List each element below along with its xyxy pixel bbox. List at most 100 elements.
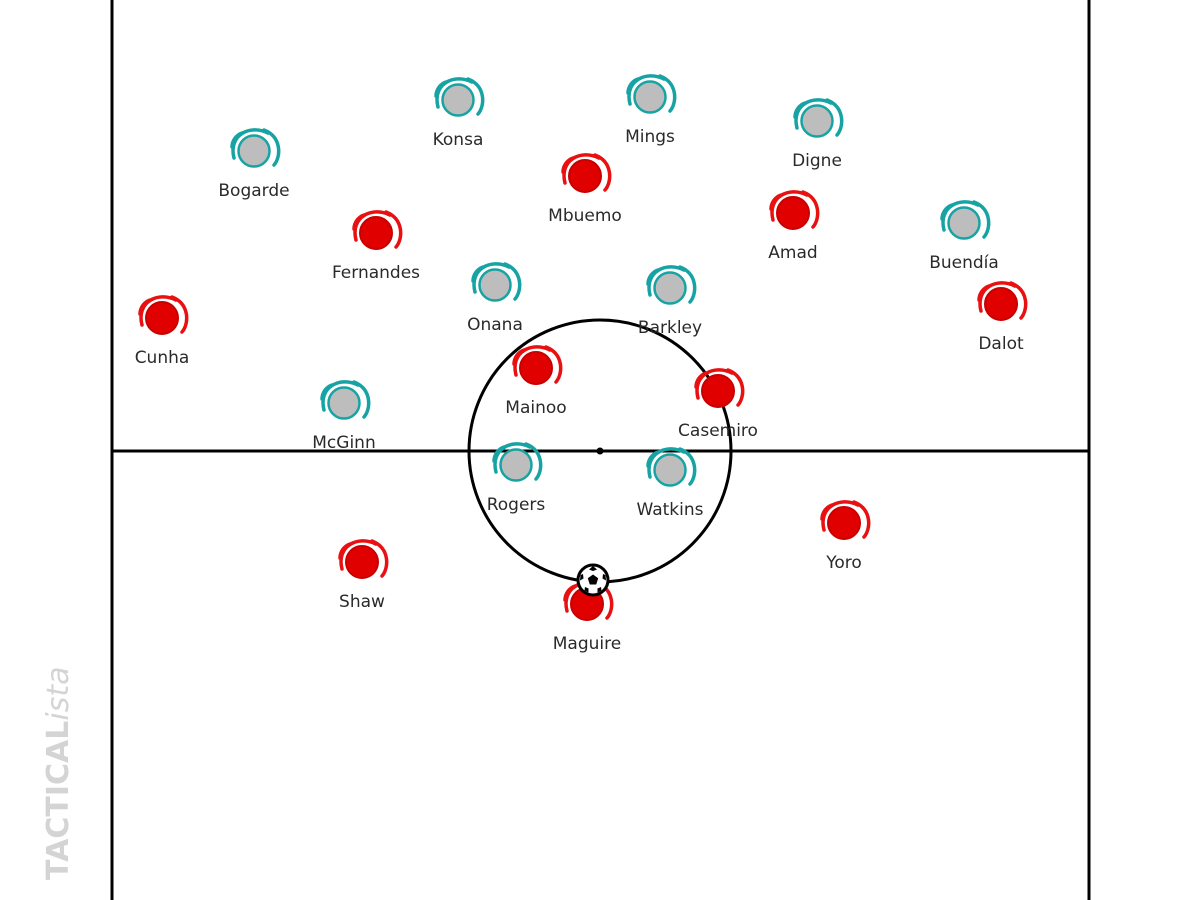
player-marker — [800, 104, 834, 138]
player-ring-stroke — [524, 442, 543, 481]
player-marker — [327, 386, 361, 420]
player-marker — [653, 453, 687, 487]
player-name-label: Buendía — [929, 253, 999, 273]
player-name-label: Fernandes — [332, 263, 420, 283]
player-mbuemo: Mbuemo — [548, 153, 622, 226]
player-marker — [478, 268, 512, 302]
player-ring-stroke — [384, 210, 403, 249]
player-onana: Onana — [467, 262, 523, 335]
watermark: TACTICALista — [41, 667, 76, 880]
player-name-label: Maguire — [553, 634, 621, 654]
player-amad: Amad — [768, 190, 820, 263]
player-marker — [947, 206, 981, 240]
player-marker — [345, 545, 379, 579]
watermark-bold: TACTICAL — [41, 721, 76, 880]
player-marker — [701, 374, 735, 408]
player-ring-stroke — [544, 345, 563, 384]
player-ring-stroke — [852, 500, 871, 539]
football-icon — [576, 563, 610, 597]
player-watkins: Watkins — [636, 447, 704, 520]
player-ring-stroke — [820, 503, 834, 521]
player-ring-stroke — [352, 380, 371, 419]
player-name-label: Shaw — [339, 592, 385, 612]
player-name-label: Cunha — [135, 348, 190, 368]
player-ring-stroke — [1009, 281, 1028, 320]
player-ring-stroke — [626, 77, 640, 95]
player-marker — [633, 80, 667, 114]
player-marker — [776, 196, 810, 230]
player-fernandes: Fernandes — [332, 210, 420, 283]
player-ring-stroke — [503, 262, 522, 301]
player-ring-stroke — [940, 203, 954, 221]
player-name-label: Watkins — [636, 500, 703, 520]
player-name-label: Digne — [792, 151, 842, 171]
player-bogarde: Bogarde — [218, 128, 290, 201]
player-ring-stroke — [352, 213, 366, 231]
player-name-label: McGinn — [312, 433, 375, 453]
player-marker — [145, 301, 179, 335]
player-marker — [827, 506, 861, 540]
player-ring-stroke — [434, 80, 448, 98]
player-marker — [653, 271, 687, 305]
player-marker — [519, 351, 553, 385]
player-ring-stroke — [658, 74, 677, 113]
player-name-label: Konsa — [433, 130, 484, 150]
player-name-label: Yoro — [825, 553, 862, 573]
player-name-label: Barkley — [638, 318, 702, 338]
player-ring-stroke — [678, 265, 697, 304]
player-ring-stroke — [370, 539, 389, 578]
player-name-label: Mings — [625, 127, 675, 147]
player-mcginn: McGinn — [312, 380, 376, 453]
player-ring-stroke — [769, 193, 783, 211]
player-buenda: Buendía — [929, 200, 999, 273]
player-ring-stroke — [678, 447, 697, 486]
player-dalot: Dalot — [977, 281, 1028, 354]
player-ring-stroke — [972, 200, 991, 239]
player-ring-stroke — [593, 153, 612, 192]
player-name-label: Dalot — [978, 334, 1024, 354]
player-ring-stroke — [230, 131, 244, 149]
player-ring-stroke — [694, 371, 708, 389]
player-marker — [359, 216, 393, 250]
player-name-label: Onana — [467, 315, 523, 335]
player-ring-stroke — [262, 128, 281, 167]
player-ring-stroke — [320, 383, 334, 401]
player-marker — [984, 287, 1018, 321]
player-ring-stroke — [338, 542, 352, 560]
player-name-label: Rogers — [487, 495, 546, 515]
player-ring-stroke — [492, 445, 506, 463]
player-ring-stroke — [170, 295, 189, 334]
center-spot — [596, 447, 604, 455]
player-ring-stroke — [512, 348, 526, 366]
player-ring-stroke — [646, 268, 660, 286]
player-shaw: Shaw — [338, 539, 389, 612]
player-mings: Mings — [625, 74, 677, 147]
player-mainoo: Mainoo — [505, 345, 567, 418]
player-rogers: Rogers — [487, 442, 546, 515]
player-ring-stroke — [561, 156, 575, 174]
player-name-label: Bogarde — [218, 181, 289, 201]
player-konsa: Konsa — [433, 77, 485, 150]
player-digne: Digne — [792, 98, 844, 171]
player-name-label: Casemiro — [678, 421, 758, 441]
player-ring-stroke — [801, 190, 820, 229]
player-ring-stroke — [471, 265, 485, 283]
player-ring-stroke — [793, 101, 807, 119]
player-name-label: Mainoo — [505, 398, 566, 418]
player-name-label: Amad — [768, 243, 817, 263]
player-marker — [499, 448, 533, 482]
player-name-label: Mbuemo — [548, 206, 622, 226]
player-barkley: Barkley — [638, 265, 702, 338]
player-ring-stroke — [726, 368, 745, 407]
player-ring-stroke — [646, 450, 660, 468]
player-ring-stroke — [466, 77, 485, 116]
player-ring-stroke — [563, 584, 577, 602]
player-marker — [441, 83, 475, 117]
player-marker — [237, 134, 271, 168]
watermark-italic: ista — [41, 667, 76, 721]
player-marker — [568, 159, 602, 193]
player-cunha: Cunha — [135, 295, 190, 368]
player-ring-stroke — [138, 298, 152, 316]
